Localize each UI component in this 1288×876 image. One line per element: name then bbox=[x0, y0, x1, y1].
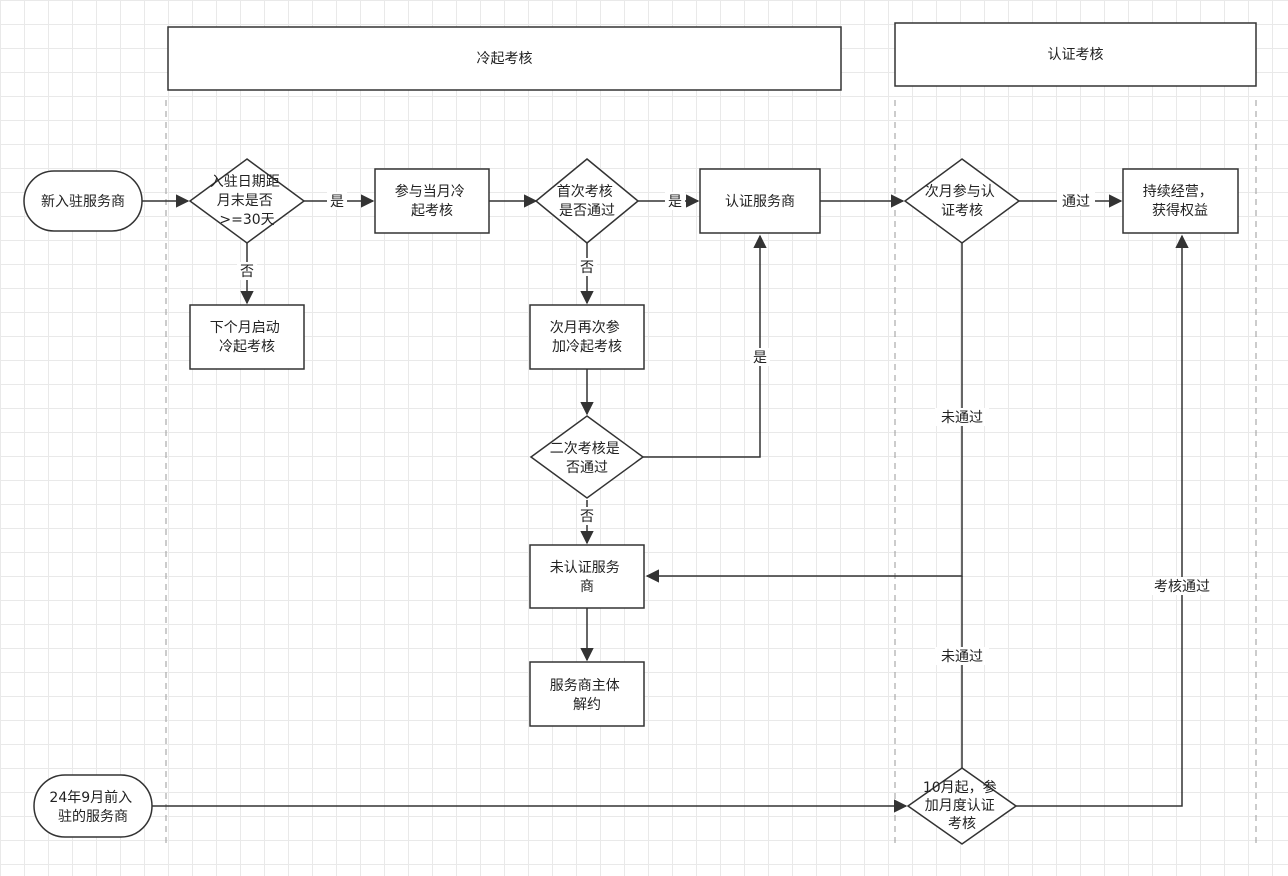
node-uncertified-provider[interactable]: 未认证服务 商 bbox=[529, 544, 645, 609]
node-new-provider[interactable]: 新入驻服务商 bbox=[23, 170, 143, 232]
edge-monthly-fail-to-uncertified bbox=[645, 243, 963, 583]
edge-label-pass: 通过 bbox=[1062, 194, 1090, 210]
edge-label-no: 否 bbox=[580, 260, 594, 276]
swimlane-title: 认证考核 bbox=[1048, 47, 1104, 63]
svg-text:新入驻服务商: 新入驻服务商 bbox=[41, 194, 125, 210]
edge-label-yes: 是 bbox=[668, 194, 682, 210]
node-label-line: 次月再次参 bbox=[550, 319, 620, 336]
edge-label-no: 否 bbox=[240, 264, 254, 280]
node-keep-operating[interactable]: 持续经营， 获得权益 bbox=[1122, 168, 1239, 234]
edge-oct-pass-to-keep bbox=[1016, 234, 1189, 807]
swimlane-header-cold-start[interactable]: 冷起考核 bbox=[167, 26, 842, 91]
node-terminate[interactable]: 服务商主体 解约 bbox=[529, 661, 645, 727]
svg-text:首次考核 是否通过: 首次考核 是否通过 bbox=[557, 184, 617, 219]
edge-second-to-certified bbox=[643, 234, 767, 458]
edge-label-yes: 是 bbox=[753, 350, 767, 366]
decision-oct-monthly-cert[interactable]: 10月起，参 加月度认证 考核 bbox=[906, 767, 1018, 845]
edge-label-fail: 未通过 bbox=[941, 649, 983, 665]
node-join-cold-start[interactable]: 参与当月冷 起考核 bbox=[374, 168, 490, 234]
edges bbox=[142, 194, 1189, 813]
node-label-line: 是否通过 bbox=[559, 203, 615, 219]
node-label-line: 24年9月前入 bbox=[49, 789, 132, 806]
svg-text:10月起，参 加月度认证 考核: 10月起，参 加月度认证 考核 bbox=[923, 779, 1001, 832]
svg-text:认证服务商: 认证服务商 bbox=[725, 194, 795, 210]
node-label-line: 二次考核是 bbox=[550, 441, 620, 457]
node-label-line: 下个月启动 bbox=[210, 320, 280, 336]
decision-entry-date-check[interactable]: 入驻日期距 月末是否 >=30天 bbox=[188, 158, 306, 244]
svg-text:下个月启动 冷起考核: 下个月启动 冷起考核 bbox=[210, 320, 284, 355]
node-label-line: 认证服务商 bbox=[725, 194, 795, 210]
svg-text:参与当月冷 起考核: 参与当月冷 起考核 bbox=[395, 183, 469, 219]
node-label-line: >=30天 bbox=[219, 212, 274, 228]
node-label-line: 服务商主体 bbox=[550, 678, 620, 694]
node-label-line: 解约 bbox=[573, 697, 601, 713]
node-next-month-retry[interactable]: 次月再次参 加冷起考核 bbox=[529, 304, 645, 370]
node-label-line: 新入驻服务商 bbox=[41, 194, 125, 210]
decision-first-check[interactable]: 首次考核 是否通过 bbox=[534, 158, 640, 244]
edge-label-pass: 考核通过 bbox=[1154, 579, 1210, 595]
node-certified-provider[interactable]: 认证服务商 bbox=[699, 168, 821, 234]
node-label-line: 10月起，参 bbox=[923, 779, 997, 796]
node-legacy-provider[interactable]: 24年9月前入 驻的服务商 bbox=[33, 774, 153, 838]
node-label-line: 起考核 bbox=[411, 203, 453, 219]
node-label-line: 否通过 bbox=[566, 460, 608, 476]
node-label-line: 月末是否 bbox=[217, 193, 273, 209]
svg-text:次月再次参 加冷起考核: 次月再次参 加冷起考核 bbox=[550, 319, 624, 355]
svg-text:未认证服务 商: 未认证服务 商 bbox=[550, 560, 624, 595]
edge-labels: 是 否 是 否 是 否 通过 未通过 未通过 考核通过 bbox=[237, 192, 1219, 665]
svg-text:入驻日期距 月末是否 >=30天: 入驻日期距 月末是否 >=30天 bbox=[210, 174, 284, 228]
decision-second-check[interactable]: 二次考核是 否通过 bbox=[529, 415, 645, 499]
node-label-line: 驻的服务商 bbox=[58, 809, 128, 825]
decision-monthly-cert-check[interactable]: 次月参与认 证考核 bbox=[903, 158, 1021, 244]
edge-label-no: 否 bbox=[580, 509, 594, 525]
node-label-line: 入驻日期距 bbox=[210, 174, 280, 190]
node-next-month-start[interactable]: 下个月启动 冷起考核 bbox=[189, 304, 305, 370]
node-label-line: 持续经营， bbox=[1143, 183, 1213, 200]
svg-text:持续经营， 获得权益: 持续经营， 获得权益 bbox=[1143, 183, 1217, 219]
node-label-line: 冷起考核 bbox=[219, 339, 275, 355]
node-label-line: 商 bbox=[580, 579, 594, 595]
svg-text:服务商主体 解约: 服务商主体 解约 bbox=[550, 678, 624, 713]
node-label-line: 次月参与认 bbox=[925, 183, 995, 200]
svg-text:次月参与认 证考核: 次月参与认 证考核 bbox=[925, 183, 999, 219]
node-label-line: 参与当月冷 bbox=[395, 183, 465, 200]
node-label-line: 证考核 bbox=[941, 203, 983, 219]
node-label-line: 加冷起考核 bbox=[552, 339, 622, 355]
edge-label-fail: 未通过 bbox=[941, 410, 983, 426]
svg-text:24年9月前入 驻的服务商: 24年9月前入 驻的服务商 bbox=[49, 789, 136, 825]
svg-text:二次考核是 否通过: 二次考核是 否通过 bbox=[550, 441, 624, 476]
swimlane-header-certification[interactable]: 认证考核 bbox=[894, 22, 1257, 87]
node-label-line: 获得权益 bbox=[1152, 202, 1208, 219]
swimlane-title: 冷起考核 bbox=[477, 51, 533, 67]
node-label-line: 未认证服务 bbox=[550, 560, 620, 576]
node-label-line: 首次考核 bbox=[557, 184, 613, 200]
edge-label-yes: 是 bbox=[330, 194, 344, 210]
node-label-line: 加月度认证 bbox=[925, 798, 995, 814]
node-label-line: 考核 bbox=[948, 816, 976, 832]
